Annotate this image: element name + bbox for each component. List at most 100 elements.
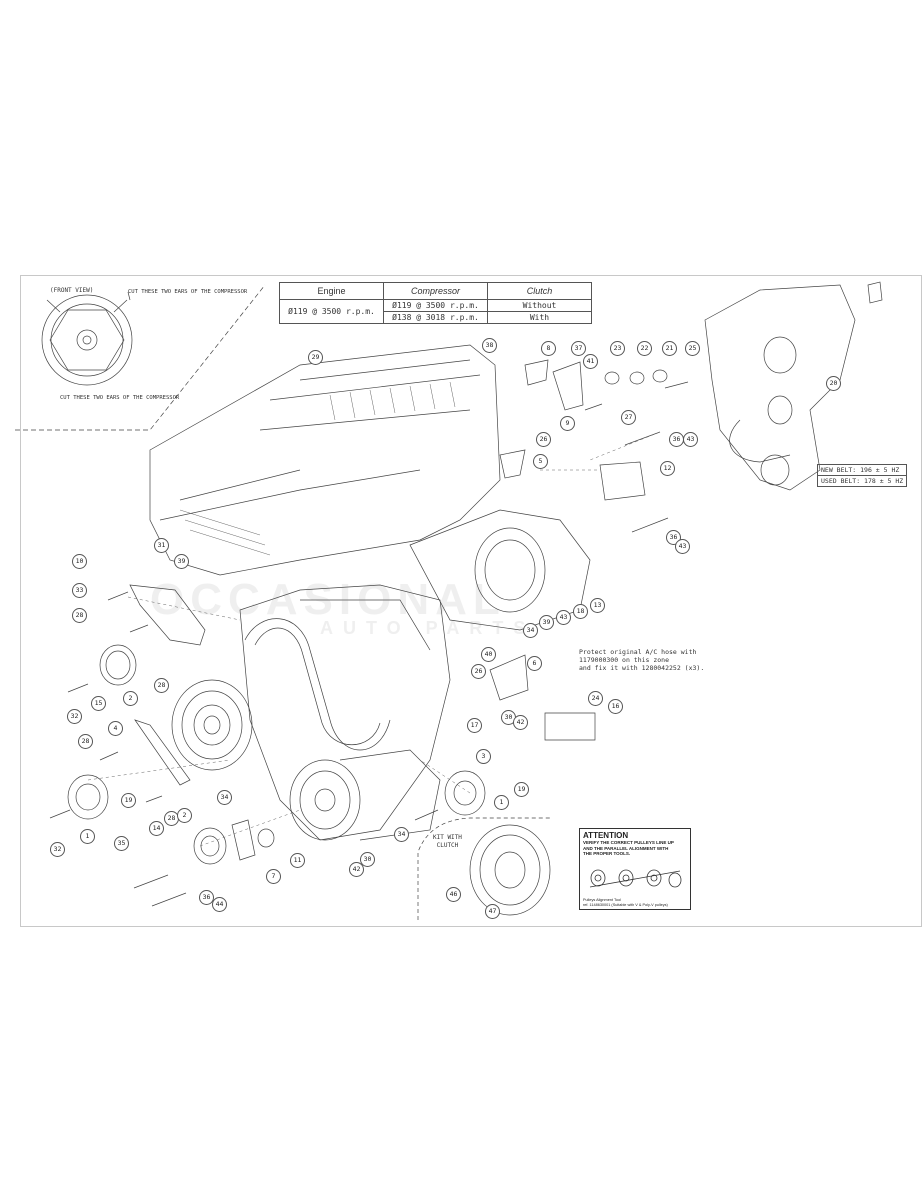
front-view-title: (FRONT VIEW) [50,287,94,294]
belt-used: USED BELT: 178 ± 5 HZ [821,477,904,485]
front-view-divider [15,284,266,431]
callout-28b: 28 [154,678,169,693]
table-header-clutch: Clutch [487,282,592,300]
callout-14: 14 [149,821,164,836]
front-view-note-top: CUT THESE TWO EARS OF THE COMPRESSOR [128,289,248,295]
callout-42b: 42 [349,862,364,877]
callout-36a: 36 [669,432,684,447]
table-cell-compressor-1: Ø119 @ 3500 r.p.m. [383,299,488,312]
callout-6: 6 [527,656,542,671]
arm-7 [231,819,256,861]
hose-sleeve [544,712,596,741]
spacer-12 [599,461,646,501]
attention-line-3: THE PROPER TOOLS. [583,851,631,856]
crank-pulley [171,679,253,771]
callout-26b: 26 [471,664,486,679]
alignment-tool-illustration [589,869,682,888]
idler-pulley-upper [99,644,137,686]
callout-7: 7 [266,869,281,884]
kit-line-1: KIT WITH [433,834,462,841]
idler-pulley-lower [67,774,109,820]
callout-29: 29 [308,350,323,365]
watermark-subtitle: AUTO PARTS [320,618,536,638]
callout-9: 9 [560,416,575,431]
table-cell-engine: Ø119 @ 3500 r.p.m. [279,299,384,324]
callout-44: 44 [212,897,227,912]
belt-new: NEW BELT: 196 ± 5 HZ [818,465,907,476]
bracket-top-right [867,281,883,304]
callout-11: 11 [290,853,305,868]
pulley-spec-table: Engine Compressor Clutch Ø119 @ 3500 r.p… [279,282,592,324]
callout-19a: 19 [514,782,529,797]
callout-21: 21 [662,341,677,356]
callout-40: 40 [481,647,496,662]
bracket-6 [489,654,529,701]
engine-block [149,344,501,576]
callout-2a: 2 [123,691,138,706]
callout-41: 41 [583,354,598,369]
attention-line-1: VERIFY THE CORRECT PULLEYS LINE UP [583,840,674,845]
table-header-compressor: Compressor [383,282,488,300]
engine-front-cover [239,584,451,841]
compressor-pulley-front [474,527,546,613]
belt-tension-box: NEW BELT: 196 ± 5 HZ USED BELT: 178 ± 5 … [817,464,908,487]
engine-top-right-view [704,284,856,491]
attention-box: ATTENTION VERIFY THE CORRECT PULLEYS LIN… [579,828,691,910]
callout-20: 20 [826,376,841,391]
drive-belt [244,618,391,751]
callout-3: 3 [476,749,491,764]
table-cell-compressor-2: Ø138 @ 3018 r.p.m. [383,311,488,324]
callout-1a: 1 [494,795,509,810]
bolts [49,381,689,907]
callout-27: 27 [621,410,636,425]
ac-compressor-lower [339,749,441,841]
callout-25: 25 [685,341,700,356]
callout-31: 31 [154,538,169,553]
callout-43c: 43 [556,610,571,625]
kit-line-2: CLUTCH [436,842,459,849]
callout-43b: 43 [675,539,690,554]
callout-24: 24 [588,691,603,706]
callout-22: 22 [637,341,652,356]
callout-34c: 34 [394,827,409,842]
callout-4: 4 [108,721,123,736]
callout-36c: 36 [199,890,214,905]
table-header-engine: Engine [279,282,384,300]
front-view-note-bottom: CUT THESE TWO EARS OF THE COMPRESSOR [60,395,180,401]
kit-divider [417,817,550,920]
callout-33: 33 [72,583,87,598]
attention-title: ATTENTION [583,831,629,840]
callout-37: 37 [571,341,586,356]
callout-26: 26 [536,432,551,447]
hose-protection-note: Protect original A/C hose with 117900030… [579,648,704,672]
idler-pulley-right [444,770,486,816]
clutch-pulley-kit [469,824,551,916]
callout-46: 46 [446,887,461,902]
bracket-10 [129,584,206,646]
callout-13: 13 [590,598,605,613]
callout-47: 47 [485,904,500,919]
callout-10: 10 [72,554,87,569]
compressor-front-view [41,294,133,386]
callout-35: 35 [114,836,129,851]
callout-1b: 1 [80,829,95,844]
callout-2b: 2 [177,808,192,823]
callout-42a: 42 [513,715,528,730]
callout-28c: 28 [78,734,93,749]
attention-line-2: AND THE PARALLEL ALIGNMENT WITH [583,845,669,851]
callout-32b: 32 [50,842,65,857]
callout-8: 8 [541,341,556,356]
tensioner-pulley [193,827,227,865]
note-line-1: Protect original A/C hose with [579,648,697,656]
callout-28a: 28 [72,608,87,623]
watermark: OCCASIONAL [150,575,506,624]
callout-16: 16 [608,699,623,714]
table-cell-clutch-2: With [487,311,592,324]
arm-4 [134,719,191,786]
note-line-3: and fix it with 1280042252 (x3). [579,664,705,672]
callout-43a: 43 [683,432,698,447]
callout-30b: 30 [360,852,375,867]
callout-39b: 39 [539,615,554,630]
note-line-2: 1179000300 on this zone [579,656,670,664]
